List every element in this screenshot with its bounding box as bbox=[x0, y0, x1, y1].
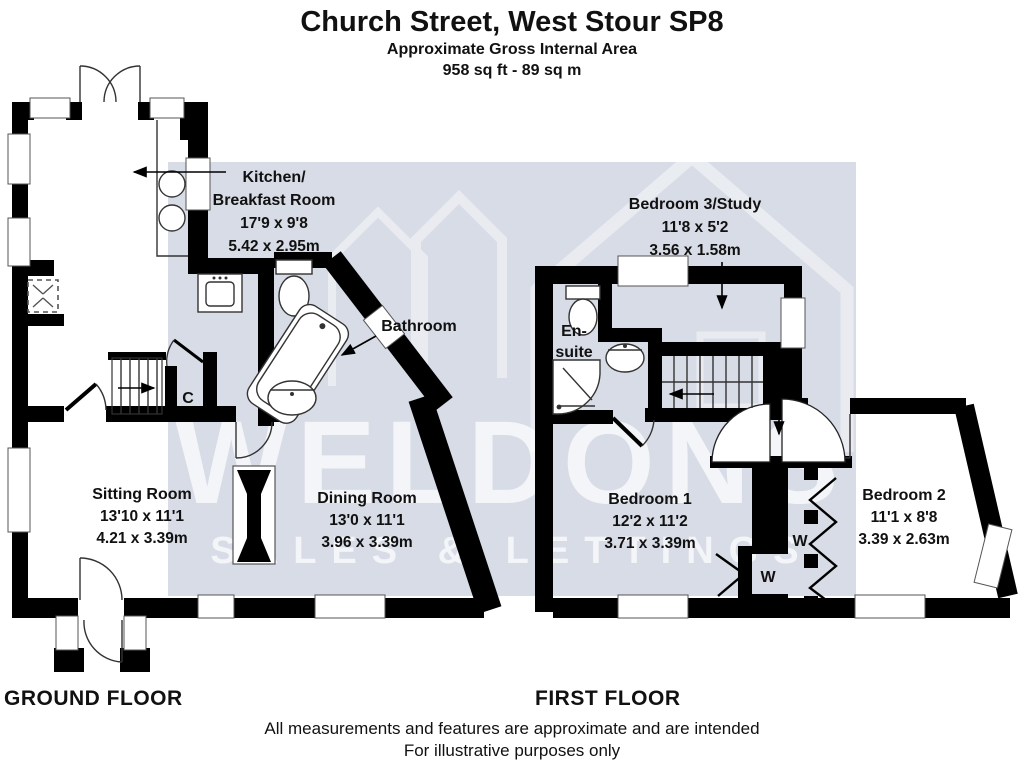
sitting-room-metric: 4.21 x 3.39m bbox=[96, 530, 187, 547]
window bbox=[185, 157, 211, 211]
kitchen-metric: 5.42 x 2.95m bbox=[228, 238, 319, 255]
window bbox=[973, 523, 1013, 589]
area-text: 958 sq ft - 89 sq m bbox=[443, 62, 582, 79]
first-floor-title: FIRST FLOOR bbox=[535, 687, 681, 710]
ensuite-toilet-icon bbox=[565, 285, 601, 336]
footer: GROUND FLOOR FIRST FLOOR All measurement… bbox=[4, 687, 760, 760]
kitchen-label-2: Breakfast Room bbox=[213, 192, 336, 209]
basin-icon bbox=[267, 380, 317, 416]
window bbox=[780, 297, 806, 349]
window bbox=[617, 594, 689, 619]
toilet-icon bbox=[275, 259, 313, 317]
dining-room-label: Dining Room bbox=[317, 490, 417, 507]
window bbox=[55, 615, 79, 651]
first-floor-windows bbox=[617, 255, 1013, 619]
hob-icon bbox=[158, 170, 186, 232]
wardrobe-label-a: W bbox=[792, 533, 808, 550]
cupboard-label: C bbox=[182, 390, 194, 407]
kitchen-imperial: 17'9 x 9'8 bbox=[240, 215, 308, 232]
sitting-room-entry-door bbox=[79, 557, 123, 601]
shower-icon bbox=[552, 359, 601, 415]
kitchen-counter bbox=[156, 120, 188, 257]
hall-door bbox=[64, 382, 107, 412]
stairs-down bbox=[662, 356, 763, 408]
ensuite-label-2: suite bbox=[555, 344, 592, 361]
kitchen-sink-icon bbox=[197, 273, 243, 313]
window bbox=[197, 594, 235, 619]
ensuite-label: En- bbox=[561, 323, 587, 340]
bedroom1-label: Bedroom 1 bbox=[608, 491, 692, 508]
bedroom2-metric: 3.39 x 2.63m bbox=[858, 531, 949, 548]
window bbox=[7, 447, 31, 533]
subtitle: Approximate Gross Internal Area bbox=[387, 41, 637, 58]
cupboard-door bbox=[166, 338, 204, 367]
ground-floor-windows bbox=[7, 97, 406, 651]
ground-floor-plan: Kitchen/ Breakfast Room 17'9 x 9'8 5.42 … bbox=[7, 65, 502, 672]
bedroom3-label: Bedroom 3/Study bbox=[629, 196, 762, 213]
window bbox=[362, 304, 406, 350]
ground-floor-fixtures bbox=[27, 120, 350, 565]
wardrobe-label-b: W bbox=[760, 569, 776, 586]
stairs-up bbox=[111, 357, 163, 415]
first-floor-walls bbox=[535, 266, 1018, 618]
disclaimer-line1: All measurements and features are approx… bbox=[264, 719, 759, 738]
bedroom3-imperial: 11'8 x 5'2 bbox=[662, 219, 729, 236]
ensuite-basin-icon bbox=[605, 343, 645, 373]
landing-double-doors bbox=[711, 398, 846, 463]
french-doors bbox=[79, 65, 141, 103]
bathroom-label: Bathroom bbox=[381, 318, 457, 335]
ground-floor-labels: Kitchen/ Breakfast Room 17'9 x 9'8 5.42 … bbox=[92, 166, 457, 551]
ground-floor-doors bbox=[64, 65, 273, 663]
bedroom1-metric: 3.71 x 3.39m bbox=[604, 535, 695, 552]
ground-floor-walls bbox=[12, 102, 502, 672]
bedroom1-imperial: 12'2 x 11'2 bbox=[612, 513, 687, 530]
dining-room-metric: 3.96 x 3.39m bbox=[321, 534, 412, 551]
window bbox=[7, 133, 31, 185]
bathroom-arrow bbox=[340, 335, 377, 356]
window bbox=[149, 97, 185, 119]
window bbox=[854, 594, 926, 619]
bedroom2-label: Bedroom 2 bbox=[862, 487, 946, 504]
header: Church Street, West Stour SP8 Approximat… bbox=[300, 6, 723, 79]
ensuite-door bbox=[611, 416, 655, 448]
first-floor-doors bbox=[611, 398, 851, 607]
bedroom3-metric: 3.56 x 1.58m bbox=[649, 242, 740, 259]
ground-floor-title: GROUND FLOOR bbox=[4, 687, 183, 710]
window bbox=[123, 615, 147, 651]
window bbox=[314, 594, 386, 619]
wardrobe-bifold-doors bbox=[808, 477, 838, 607]
first-floor-plan: Bedroom 3/Study 11'8 x 5'2 3.56 x 1.58m … bbox=[535, 196, 1018, 619]
watermark-tagline: SALES & LETTINGS bbox=[210, 530, 813, 572]
porch-door bbox=[83, 619, 123, 663]
disclaimer-line2: For illustrative purposes only bbox=[404, 741, 621, 760]
dining-door bbox=[235, 421, 273, 459]
cupboard-bifold-door bbox=[715, 553, 746, 597]
window bbox=[7, 217, 31, 267]
kitchen-label: Kitchen/ bbox=[242, 169, 306, 186]
appliance-space bbox=[27, 279, 59, 313]
sitting-room-imperial: 13'10 x 11'1 bbox=[100, 508, 184, 525]
fireplace-icon bbox=[232, 465, 276, 565]
window bbox=[29, 97, 71, 119]
window bbox=[617, 255, 689, 287]
dining-room-imperial: 13'0 x 11'1 bbox=[329, 512, 405, 529]
sitting-room-label: Sitting Room bbox=[92, 486, 192, 503]
page-title: Church Street, West Stour SP8 bbox=[300, 6, 723, 38]
bedroom2-imperial: 11'1 x 8'8 bbox=[871, 509, 938, 526]
first-floor-labels: Bedroom 3/Study 11'8 x 5'2 3.56 x 1.58m … bbox=[555, 196, 949, 586]
first-floor-fixtures bbox=[552, 285, 785, 436]
